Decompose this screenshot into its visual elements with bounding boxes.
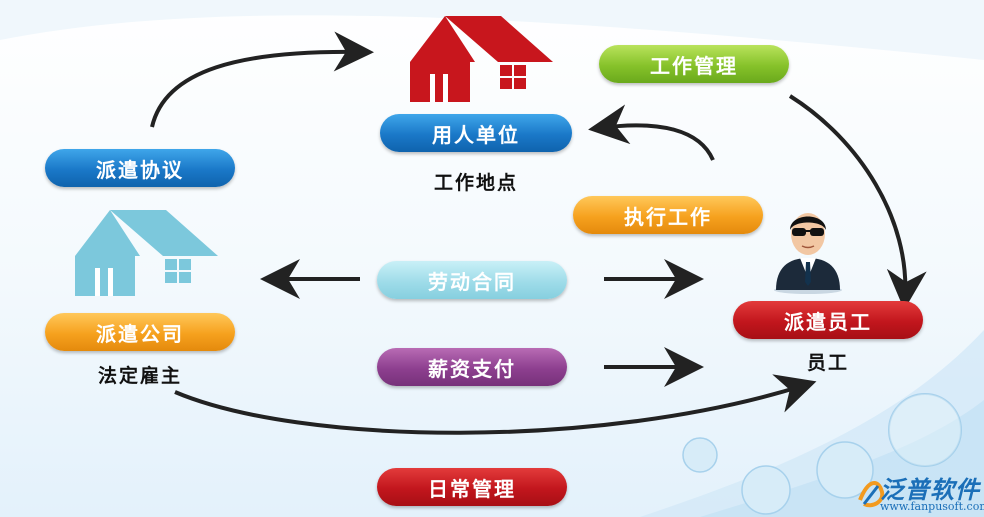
employer-caption: 工作地点 [433,172,518,194]
employee-person-icon [774,213,842,294]
employer-house-icon [410,16,553,102]
arrow-agency-to-employer [150,31,374,128]
logo-url: www.fanpusoft.com [880,500,984,513]
work-management-label: 工作管理 [599,45,789,83]
labor-contract-label: 劳动合同 [377,261,567,299]
agency-caption: 法定雇主 [97,365,182,387]
employee-caption: 员工 [806,352,849,374]
salary-payment-label: 薪资支付 [377,348,567,386]
company-logo-icon [858,481,885,508]
daily-management-label: 日常管理 [377,468,567,506]
agency-house-icon [75,210,218,296]
dispatch-agreement-label: 派遣协议 [45,149,235,187]
employer-label: 用人单位 [380,114,572,152]
employee-label: 派遣员工 [733,301,923,339]
execute-work-label: 执行工作 [573,196,763,234]
agency-label: 派遣公司 [45,313,235,351]
arrow-employee-to-employer [588,104,715,161]
arrow-management-to-employee [788,94,927,310]
logo-name: 泛普软件 [880,476,980,504]
arrow-agency-to-employee-bottom [174,374,817,435]
